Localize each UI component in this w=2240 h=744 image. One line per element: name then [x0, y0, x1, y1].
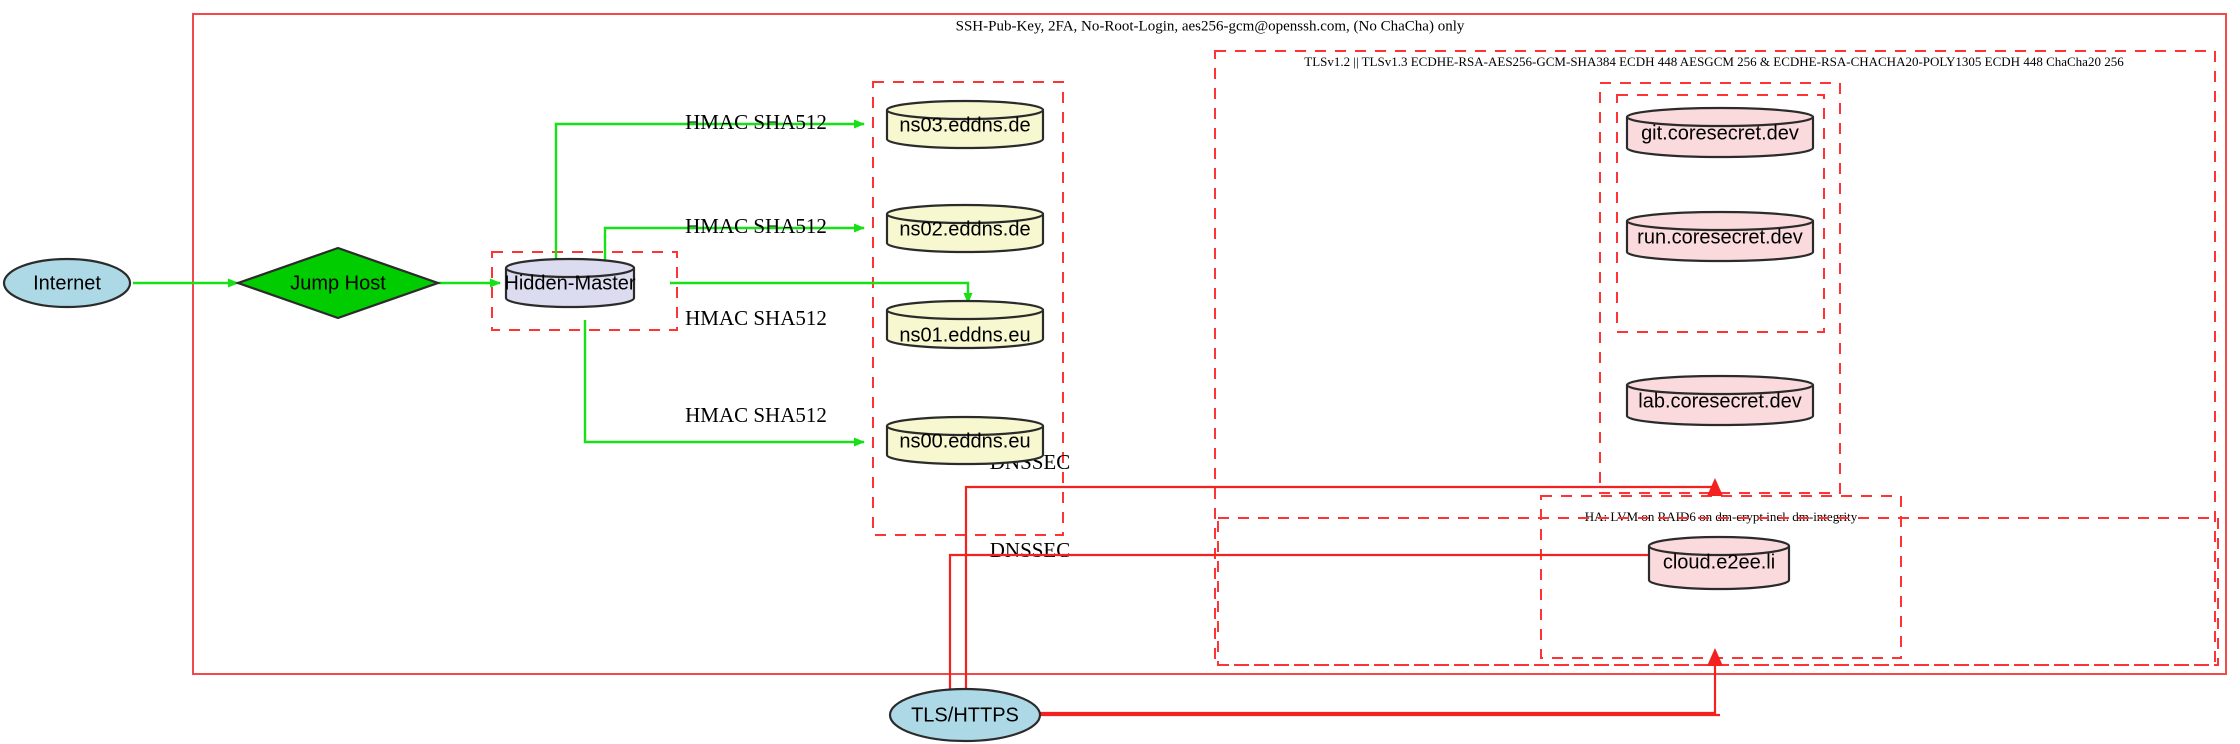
- cluster-hidden-master-border: [491, 251, 678, 331]
- edge-dnssec-upper: DNSSEC: [964, 450, 1723, 715]
- node-jump-host-shape[interactable]: [234, 246, 442, 320]
- node-lab-coresecret-label: lab.coresecret.dev: [1638, 390, 1801, 412]
- edge-tls-https-connector: [948, 553, 1720, 717]
- node-tls-https-label: TLS/HTTPS: [911, 704, 1019, 726]
- node-lab-coresecret[interactable]: lab.coresecret.dev: [1625, 374, 1815, 427]
- node-git-coresecret-top: [1625, 116, 1815, 128]
- edge-dnssec-lower-line: [1007, 660, 1717, 715]
- node-cloud-e2ee-shape[interactable]: [1647, 535, 1791, 591]
- node-hidden-master[interactable]: Hidden-Master: [504, 257, 636, 309]
- cluster-tls-label: TLSv1.2 || TLSv1.3 ECDHE-RSA-AES256-GCM-…: [1304, 54, 2124, 69]
- node-ns01-top: [885, 309, 1045, 321]
- node-ns02-top: [885, 213, 1045, 225]
- node-ns03-shape[interactable]: [885, 99, 1045, 150]
- node-internet-shape[interactable]: [2, 257, 132, 309]
- node-internet-label: Internet: [33, 272, 101, 294]
- node-ns01-label: ns01.eddns.eu: [899, 324, 1030, 346]
- node-git-coresecret[interactable]: git.coresecret.dev: [1625, 106, 1815, 159]
- cluster-coresecret-inner-border: [1616, 94, 1825, 333]
- node-internet[interactable]: Internet: [2, 257, 132, 309]
- node-ns00[interactable]: ns00.eddns.eu: [885, 415, 1045, 466]
- node-hidden-master-shape[interactable]: [504, 257, 636, 309]
- node-jump-host[interactable]: Jump Host: [234, 246, 442, 320]
- node-ns02-label: ns02.eddns.de: [899, 218, 1030, 240]
- cluster-coresecret-inner: [1616, 94, 1825, 333]
- node-git-coresecret-shape[interactable]: [1625, 106, 1815, 159]
- node-ns00-label: ns00.eddns.eu: [899, 430, 1030, 452]
- node-ns03[interactable]: ns03.eddns.de: [885, 99, 1045, 150]
- edge-tls-https-connector-upper: [948, 553, 1715, 715]
- edge-hidden-master-to-ns02-label: HMAC SHA512: [685, 214, 827, 238]
- edge-hidden-master-to-ns03-label: HMAC SHA512: [685, 110, 827, 134]
- node-run-coresecret-top: [1625, 220, 1815, 232]
- edge-hidden-master-to-ns01-label: HMAC SHA512: [685, 306, 827, 330]
- node-ns00-shape[interactable]: [885, 415, 1045, 466]
- edge-hidden-master-to-ns01: HMAC SHA512: [670, 281, 973, 330]
- node-ns02-shape[interactable]: [885, 203, 1045, 254]
- cluster-tls-border: [1214, 50, 2216, 666]
- node-lab-coresecret-top: [1625, 384, 1815, 396]
- node-cloud-e2ee-top: [1647, 545, 1791, 557]
- node-tls-https[interactable]: TLS/HTTPS: [888, 687, 1042, 743]
- edge-dnssec-lower-label: DNSSEC: [990, 538, 1071, 562]
- node-ns03-top: [885, 109, 1045, 121]
- edge-hidden-master-to-ns02-line: [603, 223, 865, 262]
- node-lab-coresecret-shape[interactable]: [1625, 374, 1815, 427]
- node-ns01[interactable]: ns01.eddns.eu: [885, 299, 1045, 350]
- edge-hidden-master-to-ns01-line: [670, 281, 973, 304]
- cluster-ssh-border: [192, 13, 2227, 675]
- edge-hidden-master-to-ns00-label: HMAC SHA512: [685, 403, 827, 427]
- cluster-tls: TLSv1.2 || TLSv1.3 ECDHE-RSA-AES256-GCM-…: [1214, 50, 2216, 666]
- node-tls-https-shape[interactable]: [888, 687, 1042, 743]
- cluster-hidden-master: [491, 251, 678, 331]
- edge-dnssec-lower-arrow: [1707, 648, 1723, 666]
- node-ns02[interactable]: ns02.eddns.de: [885, 203, 1045, 254]
- node-ns03-label: ns03.eddns.de: [899, 114, 1030, 136]
- node-git-coresecret-label: git.coresecret.dev: [1641, 122, 1799, 144]
- edge-dnssec-lower: DNSSEC: [990, 538, 1723, 715]
- node-run-coresecret-label: run.coresecret.dev: [1637, 226, 1803, 248]
- edge-hidden-master-to-ns03: HMAC SHA512: [554, 110, 865, 262]
- node-run-coresecret-shape[interactable]: [1625, 210, 1815, 263]
- cluster-ssh: SSH-Pub-Key, 2FA, No-Root-Login, aes256-…: [192, 13, 2227, 675]
- node-jump-host-label: Jump Host: [290, 272, 386, 294]
- edge-hidden-master-to-ns00: HMAC SHA512: [583, 320, 865, 447]
- node-cloud-e2ee-label: cloud.e2ee.li: [1663, 551, 1775, 573]
- node-hidden-master-top: [504, 267, 636, 279]
- node-hidden-master-label: Hidden-Master: [504, 272, 636, 294]
- edge-hidden-master-to-ns00-line: [583, 320, 865, 447]
- edge-hidden-master-to-ns02: HMAC SHA512: [603, 214, 865, 262]
- edge-dnssec-upper-arrow: [1707, 478, 1723, 496]
- node-ns00-top: [885, 425, 1045, 437]
- node-run-coresecret[interactable]: run.coresecret.dev: [1625, 210, 1815, 263]
- edge-hidden-master-to-ns03-line: [554, 119, 865, 262]
- node-ns01-shape[interactable]: [885, 299, 1045, 350]
- cluster-ssh-label: SSH-Pub-Key, 2FA, No-Root-Login, aes256-…: [956, 18, 1465, 34]
- cluster-ha-label: HA: LVM on RAID6 on dm-crypt incl. dm-in…: [1585, 509, 1858, 524]
- node-cloud-e2ee[interactable]: cloud.e2ee.li: [1647, 535, 1791, 591]
